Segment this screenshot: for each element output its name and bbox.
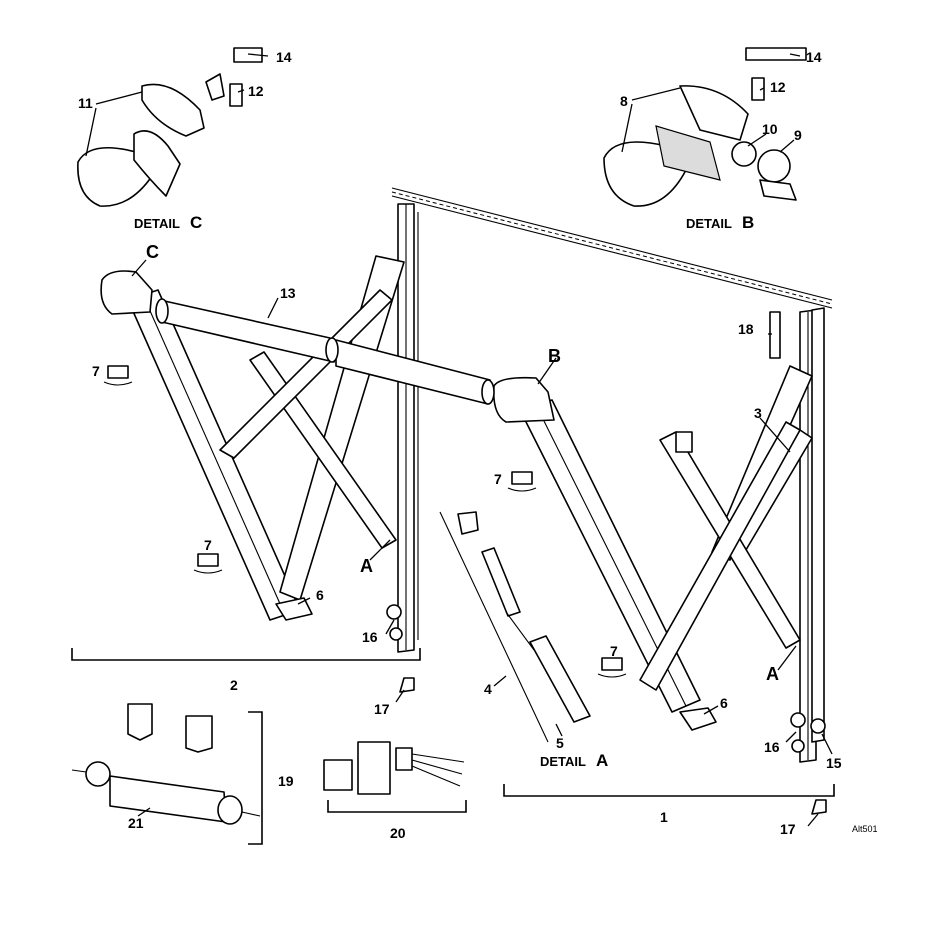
label-2: 2 bbox=[230, 677, 238, 693]
label-13: 13 bbox=[280, 285, 296, 301]
roof-rail bbox=[391, 187, 833, 640]
label-7-d: 7 bbox=[610, 643, 618, 659]
label-1: 1 bbox=[660, 809, 668, 825]
label-7-b: 7 bbox=[494, 471, 502, 487]
detail-c-letter: C bbox=[190, 213, 202, 232]
detail-b-letter: B bbox=[742, 213, 754, 232]
detail-c bbox=[77, 47, 263, 207]
right-arm-assembly bbox=[492, 307, 825, 763]
label-9: 9 bbox=[794, 127, 802, 143]
label-17-right: 17 bbox=[780, 821, 796, 837]
label-21: 21 bbox=[128, 815, 144, 831]
label-12-c: 12 bbox=[248, 83, 264, 99]
callout-c: C bbox=[146, 242, 159, 262]
label-3: 3 bbox=[754, 405, 762, 421]
detail-a-letter: A bbox=[596, 751, 608, 770]
switch-20 bbox=[323, 741, 465, 795]
callout-numbers: 1 2 3 4 5 6 6 7 7 7 7 8 9 10 11 12 12 13… bbox=[78, 49, 842, 841]
drawing-code: Alt501 bbox=[852, 824, 878, 834]
label-10: 10 bbox=[762, 121, 778, 137]
label-16-right: 16 bbox=[764, 739, 780, 755]
callout-b: B bbox=[548, 346, 561, 366]
label-6-right: 6 bbox=[720, 695, 728, 711]
detail-c-word: DETAIL bbox=[134, 216, 180, 231]
label-16-left: 16 bbox=[362, 629, 378, 645]
label-20: 20 bbox=[390, 825, 406, 841]
bracket-2 bbox=[71, 648, 421, 661]
callout-a-right: A bbox=[766, 664, 779, 684]
callout-letters: A A B C bbox=[146, 242, 779, 684]
roller-tube bbox=[155, 298, 495, 405]
label-8: 8 bbox=[620, 93, 628, 109]
detail-a-word: DETAIL bbox=[540, 754, 586, 769]
bracket-19 bbox=[248, 711, 263, 845]
label-7-a: 7 bbox=[92, 363, 100, 379]
bracket-1 bbox=[503, 784, 835, 797]
label-14-b: 14 bbox=[806, 49, 822, 65]
detail-a-strut bbox=[439, 511, 591, 743]
label-11: 11 bbox=[78, 95, 93, 111]
label-19: 19 bbox=[278, 773, 294, 789]
bracket-7-icons bbox=[103, 365, 627, 678]
label-18: 18 bbox=[738, 321, 754, 337]
ring-clips bbox=[386, 604, 826, 753]
label-5: 5 bbox=[556, 735, 564, 751]
foot-17-parts bbox=[399, 677, 827, 815]
left-arm-assembly bbox=[100, 203, 415, 653]
callout-a-left: A bbox=[360, 556, 373, 576]
bracket-20 bbox=[327, 800, 467, 813]
label-sticker-18 bbox=[769, 311, 781, 359]
label-4: 4 bbox=[484, 681, 492, 697]
label-6-left: 6 bbox=[316, 587, 324, 603]
detail-captions: DETAIL C DETAIL B DETAIL A bbox=[134, 213, 754, 770]
label-17-left: 17 bbox=[374, 701, 390, 717]
detail-b bbox=[603, 47, 807, 207]
label-14-c: 14 bbox=[276, 49, 292, 65]
label-12-b: 12 bbox=[770, 79, 786, 95]
label-7-c: 7 bbox=[204, 537, 212, 553]
label-15: 15 bbox=[826, 755, 842, 771]
roller-kit-19 bbox=[71, 703, 261, 825]
leader-lines bbox=[85, 53, 833, 827]
detail-b-word: DETAIL bbox=[686, 216, 732, 231]
